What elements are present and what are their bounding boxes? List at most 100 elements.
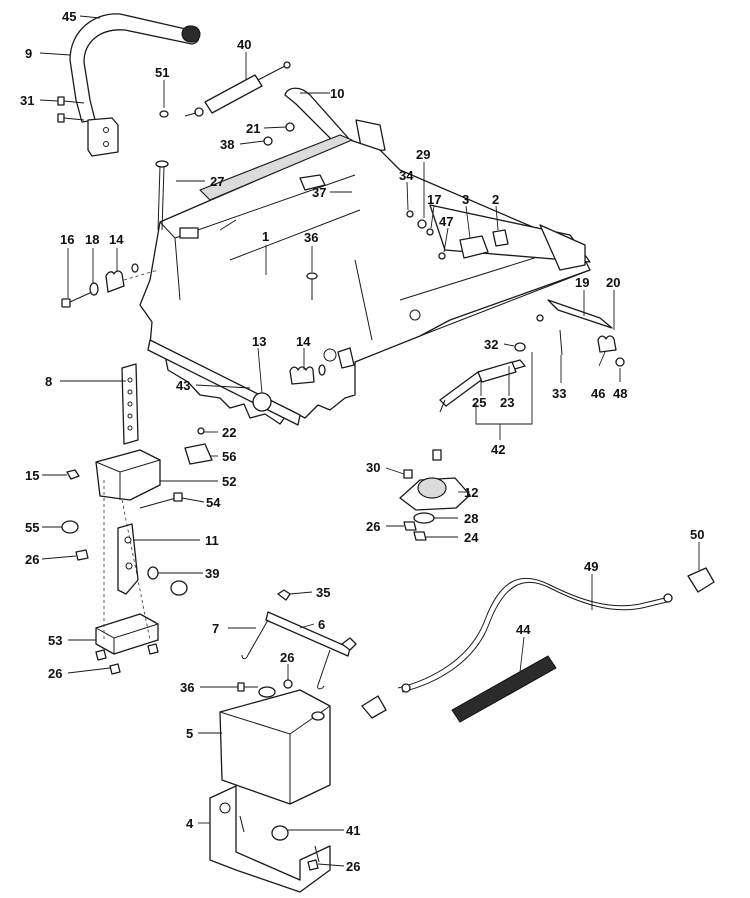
callout-49: 49 bbox=[584, 559, 598, 574]
callout-8: 8 bbox=[45, 374, 52, 389]
callout-40: 40 bbox=[237, 37, 251, 52]
lever-arm-11-part bbox=[117, 523, 139, 595]
callout-2: 2 bbox=[492, 192, 499, 207]
callout-55: 55 bbox=[25, 520, 39, 535]
nut-51-part bbox=[159, 110, 169, 118]
bolt-47-part bbox=[438, 252, 446, 260]
callout-10: 10 bbox=[330, 86, 344, 101]
rod-23-25-part bbox=[439, 342, 526, 413]
bolt-36-part bbox=[306, 272, 318, 300]
callout-11: 11 bbox=[205, 533, 219, 548]
grommet-41-part bbox=[271, 825, 289, 841]
block-56-part bbox=[184, 443, 213, 465]
battery-tray-4-part bbox=[209, 785, 331, 893]
callout-3: 3 bbox=[462, 192, 469, 207]
callout-1: 1 bbox=[262, 229, 269, 244]
gas-strut-part bbox=[184, 61, 291, 117]
linkage-19-20-part bbox=[536, 299, 625, 367]
nut-15-part bbox=[66, 469, 80, 480]
callout-15: 15 bbox=[25, 468, 39, 483]
callout-24: 24 bbox=[464, 530, 479, 545]
nut-26e-part bbox=[307, 859, 319, 871]
leader-lines bbox=[39, 15, 700, 867]
callout-18: 18 bbox=[85, 232, 99, 247]
callout-26-base: 26 bbox=[48, 666, 62, 681]
callout-12: 12 bbox=[464, 485, 478, 500]
long-bolt-27-part bbox=[155, 160, 169, 231]
callout-21: 21 bbox=[246, 121, 260, 136]
callout-50: 50 bbox=[690, 527, 704, 542]
main-frame-part bbox=[139, 134, 591, 425]
callout-38: 38 bbox=[220, 137, 234, 152]
clip-2-part bbox=[492, 229, 509, 247]
callout-51: 51 bbox=[155, 65, 169, 80]
cable-49-part bbox=[361, 567, 715, 719]
sleeve-44-part bbox=[451, 655, 557, 723]
nut-26a-part bbox=[75, 549, 89, 561]
callout-4: 4 bbox=[186, 816, 194, 831]
callout-16: 16 bbox=[60, 232, 74, 247]
callout-26-tray: 26 bbox=[346, 859, 360, 874]
callout-9: 9 bbox=[25, 46, 32, 61]
callout-43: 43 bbox=[176, 378, 190, 393]
callout-36-top: 36 bbox=[304, 230, 318, 245]
washer-29-17-part bbox=[406, 210, 434, 236]
base-block-53-part bbox=[95, 613, 159, 675]
callout-5: 5 bbox=[186, 726, 193, 741]
callout-14-top: 14 bbox=[109, 232, 124, 247]
callout-32: 32 bbox=[484, 337, 498, 352]
callout-14-bottom: 14 bbox=[296, 334, 311, 349]
callout-48: 48 bbox=[613, 386, 627, 401]
bushing-39-part bbox=[147, 566, 188, 596]
callout-25: 25 bbox=[472, 395, 486, 410]
callout-37: 37 bbox=[312, 185, 326, 200]
callout-56: 56 bbox=[222, 449, 236, 464]
bolt-54-part bbox=[139, 492, 183, 509]
callout-47: 47 bbox=[439, 214, 453, 229]
callout-39: 39 bbox=[205, 566, 219, 581]
battery-5-part bbox=[219, 686, 331, 805]
callout-53: 53 bbox=[48, 633, 62, 648]
callout-52: 52 bbox=[222, 474, 236, 489]
callout-27: 27 bbox=[210, 174, 224, 189]
callout-20: 20 bbox=[606, 275, 620, 290]
callout-6: 6 bbox=[318, 617, 325, 632]
callout-33: 33 bbox=[552, 386, 566, 401]
lower-rod-43-part bbox=[147, 339, 355, 426]
callout-29: 29 bbox=[416, 147, 430, 162]
callout-labels: 45 9 31 40 51 10 21 38 27 37 1 36 16 18 … bbox=[20, 9, 704, 874]
clip-37-part bbox=[299, 174, 326, 191]
hold-down-6-7-part bbox=[241, 589, 357, 690]
callout-36-bottom: 36 bbox=[180, 680, 194, 695]
bolt-spring-16-18-14-part bbox=[61, 263, 159, 308]
callout-46: 46 bbox=[591, 386, 605, 401]
callout-22: 22 bbox=[222, 425, 236, 440]
adjuster-bar-8-part bbox=[121, 363, 139, 445]
callout-35: 35 bbox=[316, 585, 330, 600]
handle-bar-part bbox=[69, 13, 201, 157]
callout-13: 13 bbox=[252, 334, 266, 349]
callout-17: 17 bbox=[427, 192, 441, 207]
screw-22-part bbox=[197, 427, 205, 435]
callout-26-mount: 26 bbox=[366, 519, 380, 534]
callout-26-battery: 26 bbox=[280, 650, 294, 665]
bracket-52-part bbox=[95, 449, 161, 501]
callout-54: 54 bbox=[206, 495, 221, 510]
callout-45: 45 bbox=[62, 9, 76, 24]
callout-31: 31 bbox=[20, 93, 34, 108]
callout-19: 19 bbox=[575, 275, 589, 290]
callout-41: 41 bbox=[346, 823, 360, 838]
switch-3-part bbox=[459, 235, 489, 259]
callout-44: 44 bbox=[516, 622, 531, 637]
callout-23: 23 bbox=[500, 395, 514, 410]
callout-42: 42 bbox=[491, 442, 505, 457]
engine-mount-12-part bbox=[399, 449, 471, 541]
callout-7: 7 bbox=[212, 621, 219, 636]
callout-30: 30 bbox=[366, 460, 380, 475]
callout-28: 28 bbox=[464, 511, 478, 526]
bushing-55-part bbox=[61, 520, 79, 534]
callout-34: 34 bbox=[399, 168, 414, 183]
bolt-21-38-part bbox=[263, 122, 295, 146]
callout-26-left: 26 bbox=[25, 552, 39, 567]
